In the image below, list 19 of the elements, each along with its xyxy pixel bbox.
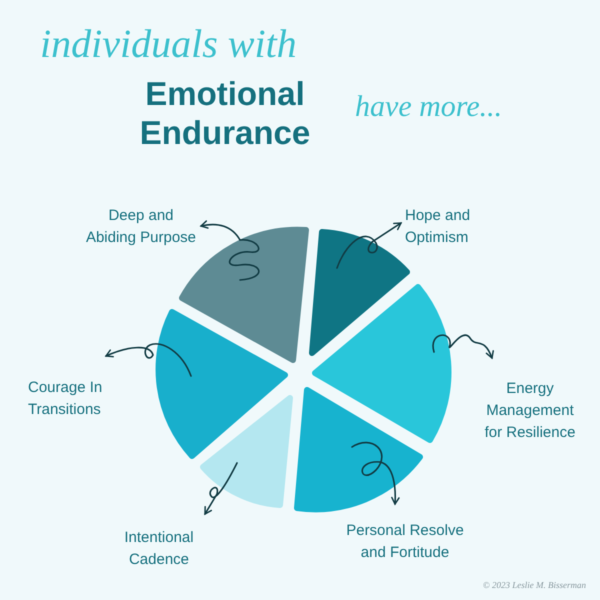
curly-arrow: [351, 442, 400, 505]
curly-arrow: [200, 220, 260, 281]
script-heading: individuals with: [40, 20, 297, 67]
benefit-label: Hope and Optimism: [405, 205, 515, 249]
curly-arrow: [105, 343, 192, 377]
pie-wedge: [312, 284, 452, 443]
pie-wedge: [156, 309, 288, 459]
benefit-label: Personal Resolve and Fortitude: [325, 520, 485, 564]
benefit-label: Courage In Transitions: [28, 377, 138, 421]
benefit-label: Intentional Cadence: [100, 527, 218, 571]
pie-wedge: [200, 395, 293, 508]
pie-wedge: [294, 387, 423, 512]
title: Emotional Endurance: [138, 74, 312, 152]
curly-arrow: [432, 334, 494, 359]
curly-arrow: [336, 222, 402, 269]
script-heading: have more...: [355, 90, 502, 124]
copyright-signature: © 2023 Leslie M. Bisserman: [482, 580, 586, 590]
benefit-label: Energy Management for Resilience: [478, 378, 582, 444]
benefit-label: Deep and Abiding Purpose: [66, 205, 216, 249]
